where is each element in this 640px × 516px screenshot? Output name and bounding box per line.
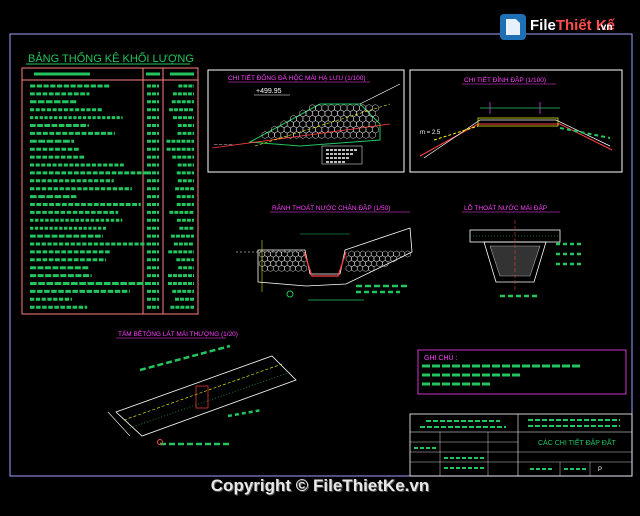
sheet-number: P <box>598 467 602 473</box>
detail-5-title: TẤM BÊTÔNG LÁT MÁI THƯỢNG (1/20) <box>118 328 238 338</box>
file-icon <box>500 14 526 40</box>
copyright-watermark: Copyright © FileThietKe.vn <box>210 476 430 495</box>
notes-block: GHI CHÚ : <box>417 349 627 395</box>
detail-2-slope: m = 2.5 <box>420 130 441 136</box>
table-rows <box>30 72 194 309</box>
brand-logo[interactable]: FileThiết Kế .vn <box>500 14 632 40</box>
logo-suffix: .vn <box>598 22 613 33</box>
svg-text:─ ─ ─ ─: ─ ─ ─ ─ <box>213 142 233 148</box>
detail-concrete-slab: TẤM BÊTÔNG LÁT MÁI THƯỢNG (1/20) <box>107 328 297 446</box>
detail-drainage-ditch: RÃNH THOÁT NƯỚC CHÂN ĐẬP (1/50) <box>236 203 413 301</box>
detail-1-elevation: +499.95 <box>256 88 282 95</box>
logo-text: FileThiết Kế <box>530 17 616 34</box>
detail-4-title: LỖ THOÁT NƯỚC MÁI ĐẬP <box>464 203 547 212</box>
drawing-frame <box>9 33 633 477</box>
detail-1-title: CHI TIẾT ĐỐNG ĐÁ HỘC MÁI HẠ LƯU (1/100) <box>228 72 366 82</box>
notes-title: GHI CHÚ : <box>424 353 458 362</box>
title-block: CÁC CHI TIẾT ĐẬP ĐẤT P <box>409 413 633 477</box>
sheet-title: CÁC CHI TIẾT ĐẬP ĐẤT <box>538 437 617 447</box>
table-title: BẢNG THỐNG KÊ KHỐI LƯỢNG <box>28 51 194 65</box>
detail-dam-crest: CHI TIẾT ĐỈNH ĐẬP (1/100) m = 2.5 <box>409 69 623 173</box>
quantity-table <box>21 67 199 315</box>
detail-3-title: RÃNH THOÁT NƯỚC CHÂN ĐẬP (1/50) <box>272 203 390 212</box>
detail-2-title: CHI TIẾT ĐỈNH ĐẬP (1/100) <box>464 74 546 84</box>
detail-rockfill-toe: CHI TIẾT ĐỐNG ĐÁ HỘC MÁI HẠ LƯU (1/100) … <box>207 69 405 173</box>
detail-weep-hole: LỖ THOÁT NƯỚC MÁI ĐẬP <box>462 203 584 298</box>
